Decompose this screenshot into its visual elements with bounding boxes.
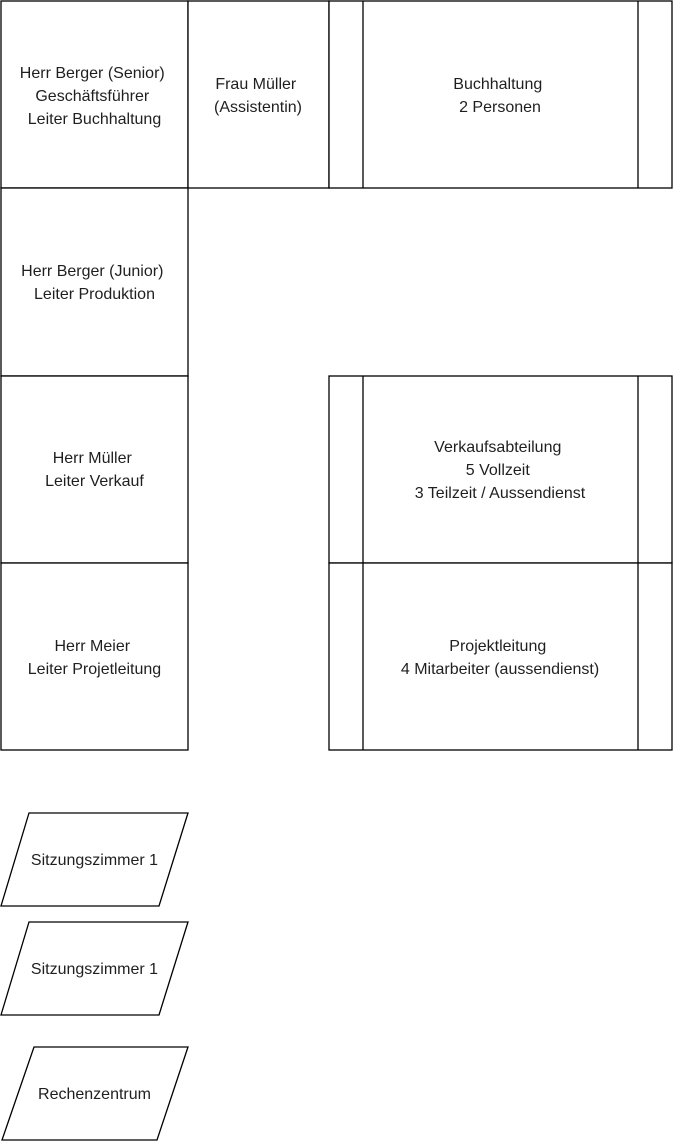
- box-verkauf-line-1: Verkaufsabteilung: [434, 439, 561, 456]
- svg-text:Projektleitung 4 Mitarbe: Projektleitung 4 Mitarbeiter (aussendien…: [401, 638, 599, 678]
- svg-text:Frau Müller (Assistentin: Frau Müller (Assistentin): [214, 76, 302, 116]
- box-berger-senior-line-3: Leiter Buchhaltung: [28, 111, 161, 128]
- box-mueller-line-2: Leiter Verkauf: [45, 473, 144, 490]
- svg-text:Buchhaltung 2 Personen: Buchhaltung 2 Personen: [453, 76, 546, 116]
- room-sitzungszimmer-a: Sitzungszimmer 1: [0, 812, 189, 907]
- box-projektleitung-line-2: 4 Mitarbeiter (aussendienst): [401, 661, 599, 678]
- svg-text:Herr Berger (Junior) Lei: Herr Berger (Junior) Leiter Produktion: [21, 263, 168, 303]
- box-buchhaltung-line-2: 2 Personen: [459, 99, 541, 116]
- svg-text:Verkaufsabteilung 5 Voll: Verkaufsabteilung 5 Vollzeit 3 Teilzeit …: [415, 439, 586, 502]
- room-sitzungszimmer-b: Sitzungszimmer 1: [0, 921, 189, 1016]
- room-rechenzentrum-label: Rechenzentrum: [38, 1086, 151, 1103]
- box-meier-line-1: Herr Meier: [54, 638, 130, 655]
- box-meier-line-2: Leiter Projetleitung: [28, 661, 161, 678]
- box-mueller: Herr Müller Leiter Verkauf: [0, 375, 189, 564]
- box-verkauf-line-2: 5 Vollzeit: [466, 462, 531, 479]
- box-buchhaltung: Buchhaltung 2 Personen: [328, 0, 673, 189]
- box-berger-junior-line-1: Herr Berger (Junior): [21, 263, 163, 280]
- svg-text:Herr Berger (Senior) Ges: Herr Berger (Senior) Geschäftsführer Lei…: [20, 65, 169, 128]
- box-frau-mueller-line-1: Frau Müller: [215, 76, 297, 93]
- svg-text:Herr Müller Leiter Verka: Herr Müller Leiter Verkauf: [45, 450, 144, 490]
- box-projektleitung-line-1: Projektleitung: [449, 638, 546, 655]
- box-frau-mueller-line-2: (Assistentin): [214, 99, 302, 116]
- box-mueller-line-1: Herr Müller: [53, 450, 133, 467]
- box-berger-senior-line-2: Geschäftsführer: [35, 88, 150, 105]
- box-verkauf: Verkaufsabteilung 5 Vollzeit 3 Teilzeit …: [328, 375, 673, 564]
- box-berger-senior: Herr Berger (Senior) Geschäftsführer Lei…: [0, 0, 189, 189]
- room-sitzungszimmer-b-label: Sitzungszimmer 1: [31, 961, 158, 978]
- box-verkauf-line-3: 3 Teilzeit / Aussendienst: [415, 485, 586, 502]
- box-berger-junior: Herr Berger (Junior) Leiter Produktion: [0, 187, 189, 377]
- box-frau-mueller: Frau Müller (Assistentin): [187, 0, 330, 189]
- room-rechenzentrum: Rechenzentrum: [1, 1046, 189, 1141]
- box-berger-junior-line-2: Leiter Produktion: [34, 286, 155, 303]
- box-meier: Herr Meier Leiter Projetleitung: [0, 562, 189, 751]
- room-sitzungszimmer-a-label: Sitzungszimmer 1: [31, 852, 158, 869]
- box-buchhaltung-line-1: Buchhaltung: [453, 76, 542, 93]
- box-berger-senior-line-1: Herr Berger (Senior): [20, 65, 165, 82]
- box-projektleitung: Projektleitung 4 Mitarbeiter (aussendien…: [328, 562, 673, 751]
- svg-text:Herr Meier Leiter Projet: Herr Meier Leiter Projetleitung: [28, 638, 161, 678]
